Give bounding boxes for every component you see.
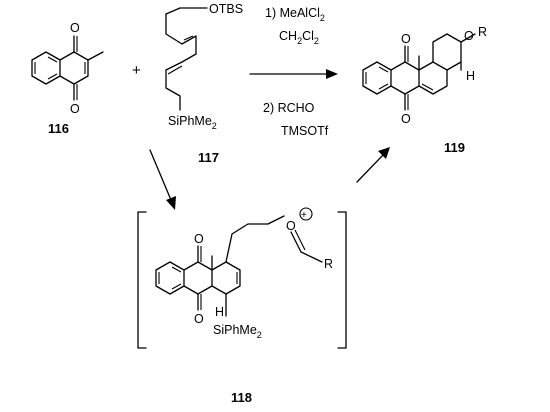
c116-db3 bbox=[47, 73, 58, 80]
c118-ring2 bbox=[183, 261, 213, 295]
compound-116: O O 116 bbox=[31, 21, 104, 136]
c118-h: H bbox=[215, 305, 224, 319]
condition-step1: 1) MeAlCl2 bbox=[265, 6, 325, 23]
c116-label: 116 bbox=[48, 121, 69, 136]
c118-o-top: O bbox=[194, 232, 204, 246]
condition-step2: 2) RCHO bbox=[263, 101, 315, 115]
c117-db2 bbox=[167, 65, 183, 75]
c116-db1 bbox=[47, 56, 58, 63]
arrow-to-119-head bbox=[378, 147, 390, 159]
c116-benzene bbox=[31, 51, 61, 85]
c118-oxocarbenium-o: O bbox=[286, 219, 296, 233]
bracket-right bbox=[337, 211, 347, 349]
c117-silyl: SiPhMe2 bbox=[168, 114, 217, 131]
c118-benzene bbox=[155, 261, 185, 295]
main-arrow-head bbox=[326, 69, 338, 79]
compound-117: OTBS SiPhMe2 117 bbox=[165, 2, 243, 165]
c118-charge-circle bbox=[299, 207, 313, 221]
c118-label: 118 bbox=[231, 390, 252, 405]
c117-otbs: OTBS bbox=[209, 2, 243, 16]
c119-r-bond bbox=[460, 33, 476, 43]
c117-diene-chain bbox=[165, 13, 197, 111]
arrow-to-118 bbox=[149, 149, 172, 201]
compound-118: O O H O + R SiPhMe2 118 bbox=[155, 207, 333, 405]
c119-r: R bbox=[478, 25, 487, 39]
c119-ring3 bbox=[418, 61, 448, 95]
c117-label: 117 bbox=[198, 150, 219, 165]
c118-ring3 bbox=[211, 261, 241, 295]
compound-119: O O O R H 119 bbox=[362, 25, 487, 155]
c118-c-o bbox=[290, 231, 302, 253]
c119-o-top: O bbox=[401, 32, 411, 46]
c116-methyl bbox=[87, 51, 104, 61]
c119-o-bottom: O bbox=[401, 112, 411, 126]
reaction-conditions: 1) MeAlCl2 CH2Cl2 2) RCHO TMSOTf bbox=[249, 6, 338, 138]
arrow-to-119 bbox=[356, 153, 385, 183]
c117-ch2 bbox=[165, 7, 181, 15]
c116-quinone bbox=[59, 51, 89, 85]
c119-benzene bbox=[362, 61, 392, 95]
bracket-left bbox=[137, 211, 147, 349]
condition-step2-reagent: TMSOTf bbox=[281, 124, 329, 138]
c118-o-bottom: O bbox=[194, 312, 204, 326]
c119-o-ring: O bbox=[464, 29, 474, 43]
c116-o-top: O bbox=[70, 21, 80, 35]
c119-label: 119 bbox=[444, 140, 465, 155]
c118-c-o2 bbox=[294, 229, 306, 251]
c119-db4 bbox=[421, 83, 434, 91]
c118-db3 bbox=[171, 283, 182, 290]
c119-h: H bbox=[466, 69, 475, 83]
c117-db1 bbox=[183, 35, 194, 41]
condition-step1-solvent: CH2Cl2 bbox=[279, 29, 319, 46]
c119-ring2 bbox=[390, 61, 420, 95]
c118-silyl: SiPhMe2 bbox=[213, 323, 262, 340]
c119-db1 bbox=[378, 66, 389, 73]
c118-r: R bbox=[324, 257, 333, 271]
c116-o-bottom: O bbox=[70, 102, 80, 116]
plus-sign: + bbox=[132, 62, 141, 79]
c118-c-r bbox=[300, 251, 323, 263]
c118-db1 bbox=[171, 266, 182, 273]
c118-plus: + bbox=[301, 210, 307, 221]
c119-db3 bbox=[378, 83, 389, 90]
c118-side-chain bbox=[225, 215, 285, 263]
c119-pyran bbox=[432, 33, 462, 71]
arrow-to-118-head bbox=[166, 196, 176, 210]
